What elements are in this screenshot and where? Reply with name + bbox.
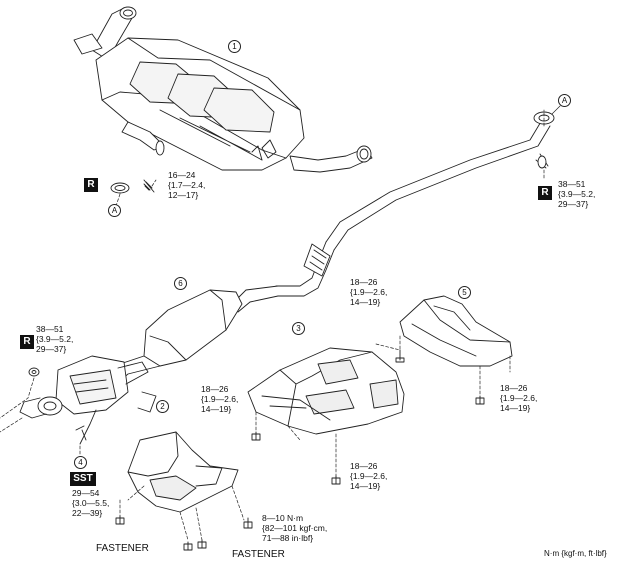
part-number-4: 4 <box>74 456 87 469</box>
torque-spec: 18—26 {1.9—2.6, 14—19} <box>201 384 239 414</box>
torque-spec: 29—54 {3.0—5.5, 22—39} <box>72 488 110 518</box>
part-number-5: 5 <box>458 286 471 299</box>
warm-up-converter <box>19 355 157 445</box>
torque-spec: 8—10 N·m {82—101 kgf·cm, 71—88 in·lbf} <box>262 513 328 543</box>
part-number-2: 2 <box>156 400 169 413</box>
replace-badge: R <box>84 178 98 192</box>
torque-spec: 18—26 {1.9—2.6, 14—19} <box>350 277 388 307</box>
reference-a-left: A <box>108 204 121 217</box>
under-cover-2 <box>127 431 239 513</box>
gasket-left <box>110 179 155 194</box>
torque-spec: 38—51 {3.9—5.2, 29—37} <box>558 179 596 209</box>
torque-spec: 18—26 {1.9—2.6, 14—19} <box>350 461 388 491</box>
part-number-1: 1 <box>228 40 241 53</box>
torque-spec: 16—24 {1.7—2.4, 12—17} <box>168 170 206 200</box>
catalytic-converter <box>107 285 279 387</box>
replace-badge: R <box>538 186 552 200</box>
fastener-label: FASTENER <box>232 549 285 560</box>
sst-badge: SST <box>70 472 96 486</box>
leader-lines <box>0 109 545 541</box>
units-legend: N·m {kgf·m, ft·lbf} <box>544 549 607 558</box>
nut-left <box>28 367 40 377</box>
fastener-label: FASTENER <box>96 543 149 554</box>
replace-badge: R <box>20 335 34 349</box>
front-pipe <box>275 111 555 297</box>
under-cover-3 <box>247 347 405 435</box>
main-silencer <box>73 6 373 173</box>
part-number-6: 6 <box>174 277 187 290</box>
part-number-3: 3 <box>292 322 305 335</box>
torque-spec: 38—51 {3.9—5.2, 29—37} <box>36 324 74 354</box>
reference-a-right: A <box>558 94 571 107</box>
torque-spec: 18—26 {1.9—2.6, 14—19} <box>500 383 538 413</box>
flex-joint <box>303 243 331 277</box>
bolts <box>115 349 485 551</box>
under-cover-5 <box>399 295 513 367</box>
